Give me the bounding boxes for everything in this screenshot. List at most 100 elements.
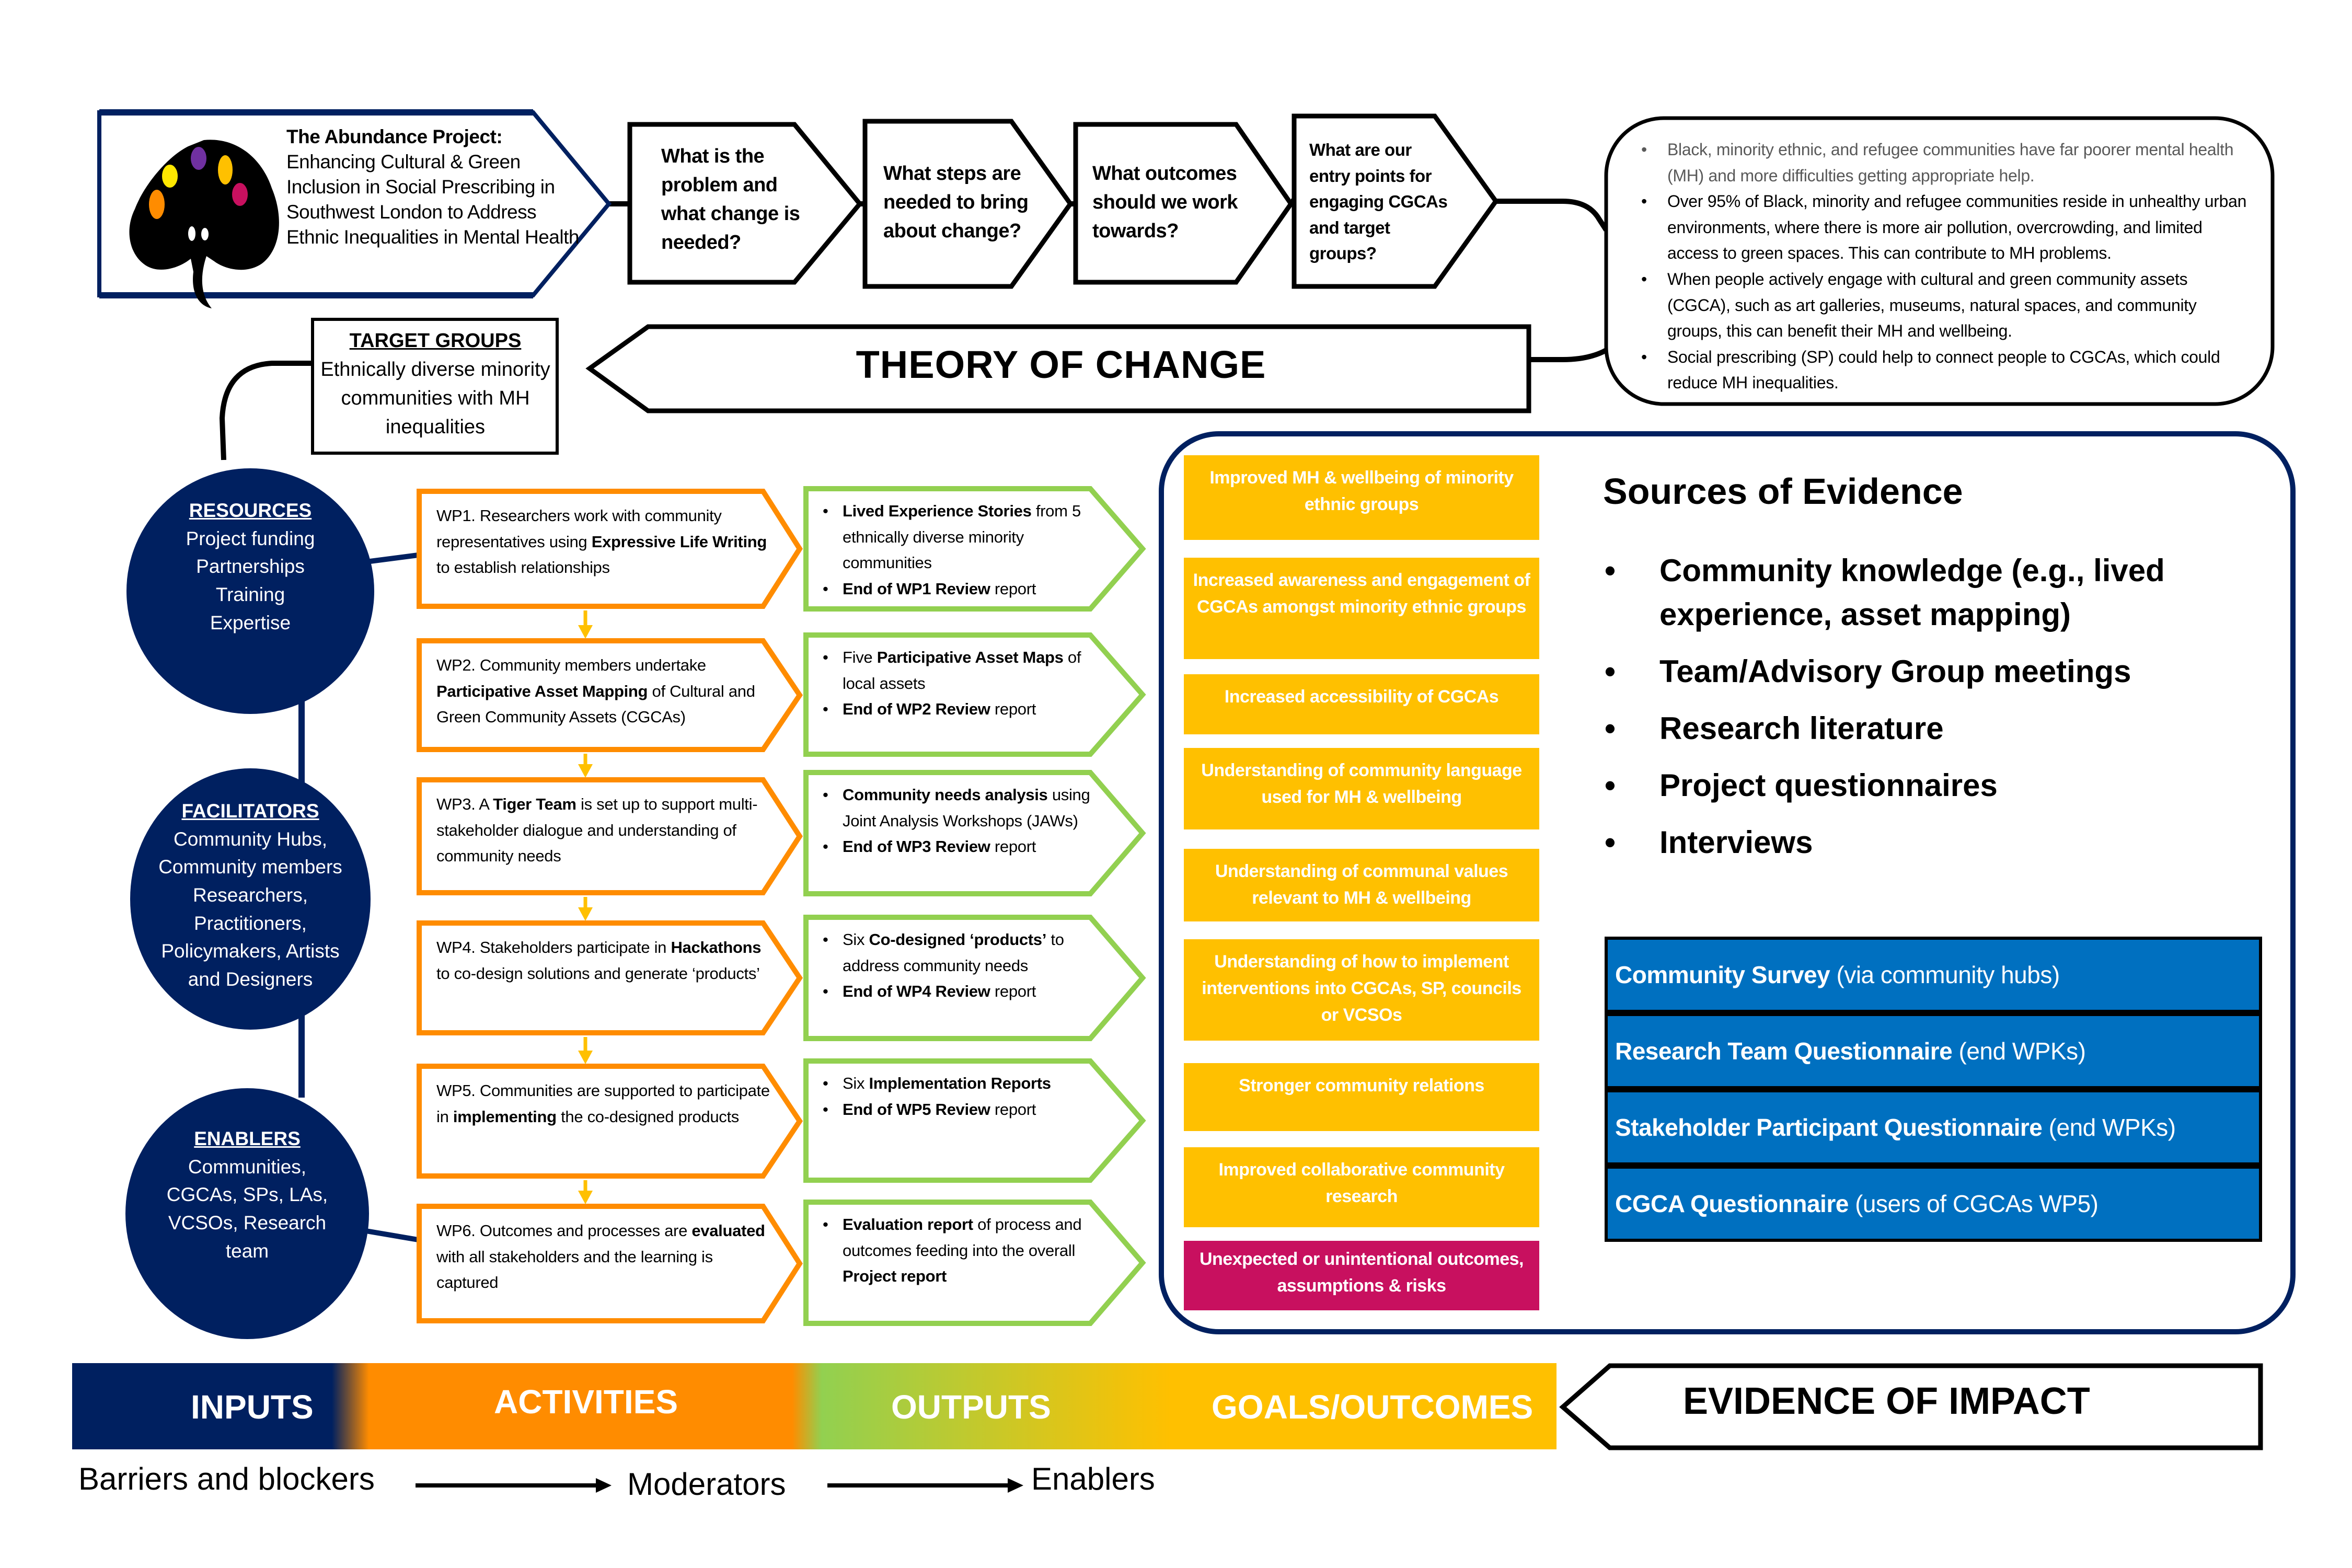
target-groups-heading: TARGET GROUPS [349,330,522,352]
bold-text: Implementation Reports [869,1074,1051,1092]
text: report [990,837,1036,856]
flow-arrow [416,1478,612,1493]
bold-text: End of WP2 Review [843,700,990,719]
input-line: Researchers, [192,884,308,906]
goal-outcome-box: Improved collaborative community researc… [1184,1147,1539,1227]
stage-inputs: INPUTS [191,1388,314,1426]
goal-outcome-box: Improved MH & wellbeing of minority ethn… [1184,455,1539,540]
text: Five [843,648,877,666]
sources-of-evidence-list: Community knowledge (e.g., lived experie… [1605,549,2258,878]
output-bullet: Community needs analysis using Joint Ana… [821,782,1092,834]
input-line: Communities, [188,1156,307,1178]
flow-moderators: Moderators [627,1467,786,1502]
flow-barriers: Barriers and blockers [78,1461,375,1496]
output-bullet: Six Implementation Reports [821,1070,1092,1097]
input-line: team [225,1240,269,1262]
arrow-down-icon [578,1037,593,1064]
instrument-detail: (end WPKs) [2042,1114,2176,1141]
stage-activities: ACTIVITIES [494,1383,678,1421]
theory-of-change-banner [585,324,1531,413]
bold-text: Community needs analysis [843,786,1048,804]
output-list: Five Participative Asset Maps of local a… [821,644,1092,722]
input-line: VCSOs, Research [168,1212,327,1233]
bold-text: Evaluation report [843,1215,973,1233]
facilitators-circle [130,768,371,1030]
activity-box [417,777,803,895]
bold-text: End of WP1 Review [843,579,990,598]
text: WP1. Researchers work with community rep… [436,506,722,551]
input-line: Policymakers, Artists [161,940,340,962]
resources-heading: RESOURCES [189,500,312,521]
connector [1529,348,1608,362]
question-entry-points: What are our entry points for engaging C… [1309,140,1448,263]
output-bullet: Lived Experience Stories from 5 ethnical… [821,498,1092,576]
evidence-bullet: Project questionnaires [1605,764,2258,808]
goal-outcome-box: Stronger community relations [1184,1063,1539,1131]
evidence-table-row: CGCA Questionnaire (users of CGCAs WP5) [1605,1166,2262,1242]
instrument-detail: (via community hubs) [1830,961,2060,988]
bold-text: Expressive Life Writing [591,532,767,551]
text: Six [843,930,869,949]
flow-arrow [827,1478,1023,1493]
enablers-circle [125,1088,369,1339]
bold-text: implementing [453,1107,557,1126]
theory-of-change-title: THEORY OF CHANGE [856,343,1266,386]
text: report [990,579,1036,598]
text: from 5 ethnically diverse minority commu… [843,502,1081,572]
text: WP2. Community members undertake [436,656,706,674]
connector [219,361,312,460]
arrow-down-icon [578,754,593,778]
question-steps: What steps are needed to bring about cha… [883,163,1029,243]
activity-text: WP3. A Tiger Team is set up to support m… [436,791,771,869]
output-list: Six Co-designed ‘products’ to address co… [821,927,1092,1005]
text: using Joint Analysis Workshops (JAWs) [843,786,1090,830]
input-line: Expertise [210,612,291,633]
instrument-detail: (users of CGCAs WP5) [1848,1190,2099,1217]
output-list: Community needs analysis using Joint Ana… [821,782,1092,860]
arrow-down-icon [578,897,593,921]
connector [1496,199,1609,232]
output-list: Six Implementation ReportsEnd of WP5 Rev… [821,1070,1092,1122]
enablers-text: ENABLERS Communities,CGCAs, SPs, LAs,VCS… [132,1125,362,1265]
instrument-name: Community Survey [1615,961,1830,988]
output-bullet: End of WP4 Review report [821,978,1092,1005]
instrument-name: Research Team Questionnaire [1615,1037,1953,1065]
input-line: Practitioners, [194,912,307,934]
input-line: Project funding [186,527,315,549]
flow-enablers: Enablers [1031,1461,1155,1496]
input-line: and Designers [188,968,313,990]
bold-text: evaluated [691,1221,765,1240]
instrument-detail: (end WPKs) [1952,1037,2086,1065]
risks-box: Unexpected or unintentional outcomes, as… [1184,1241,1539,1310]
bold-text: Hackathons [671,938,762,956]
bold-text: Co-designed ‘products’ [869,930,1047,949]
input-line: Community members [158,856,342,878]
question-problem: What is the problem and what change is n… [661,145,800,254]
stage-outputs: OUTPUTS [891,1388,1051,1426]
target-groups: TARGET GROUPS Ethnically diverse minorit… [314,327,557,442]
target-groups-box [311,318,559,455]
problem-bullet: Over 95% of Black, minority and refugee … [1641,189,2247,267]
sources-of-evidence-title: Sources of Evidence [1603,471,1963,512]
text: WP5. Communities are supported to partic… [436,1081,770,1126]
project-title-subtitle: Enhancing Cultural & Green Inclusion in … [286,151,579,248]
bold-text: Participative Asset Mapping [436,682,648,700]
text: report [990,700,1036,719]
activity-box [417,920,803,1035]
question-chevron [627,122,863,285]
bold-text: Tiger Team [493,795,577,813]
text: Six [843,1074,869,1092]
text: WP6. Outcomes and processes are [436,1221,692,1240]
activity-box [417,1064,803,1179]
text: report [990,982,1036,1001]
goal-outcome-box: Understanding of community language used… [1184,748,1539,829]
output-bullet: End of WP3 Review report [821,834,1092,860]
bold-text: End of WP5 Review [843,1100,990,1119]
bold-text: Participative Asset Maps [877,648,1064,666]
activity-box [417,489,803,609]
output-bullet: End of WP5 Review report [821,1097,1092,1123]
stage-goals-outcomes: GOALS/OUTCOMES [1212,1388,1534,1426]
goal-outcome-box: Understanding of how to implement interv… [1184,939,1539,1041]
